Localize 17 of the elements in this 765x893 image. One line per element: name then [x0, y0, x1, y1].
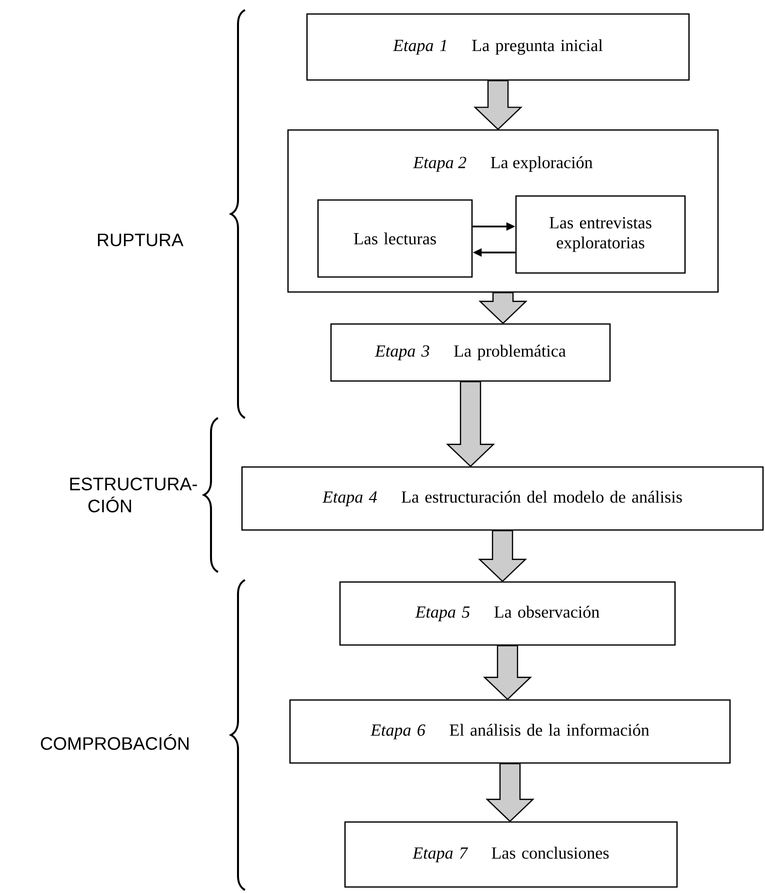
stage-box: Etapa 6 El análisis de la información [289, 699, 731, 764]
stage-box: Etapa 4 La estructuración del modelo de análisis [241, 466, 764, 531]
stage-box: Etapa 3 La problemática [330, 323, 611, 382]
block-arrow [478, 530, 527, 582]
block-arrow [446, 381, 495, 468]
section-label: ESTRUCTURA- CIÓN [70, 478, 197, 512]
block-arrow [474, 80, 522, 130]
stage-box: Etapa 1 La pregunta inicial [306, 13, 690, 81]
block-arrow [478, 292, 528, 324]
section-label: RUPTURA [98, 234, 184, 246]
process-box: Las lecturas [317, 199, 473, 278]
stage-box: Etapa 7 Las conclusiones [344, 821, 678, 888]
stage-box: Etapa 5 La observación [339, 581, 676, 646]
block-arrow [486, 763, 534, 822]
section-label: COMPROBACIÓN [40, 734, 189, 750]
process-box: Las entrevistas exploratorias [515, 195, 686, 274]
block-arrow [483, 645, 532, 700]
